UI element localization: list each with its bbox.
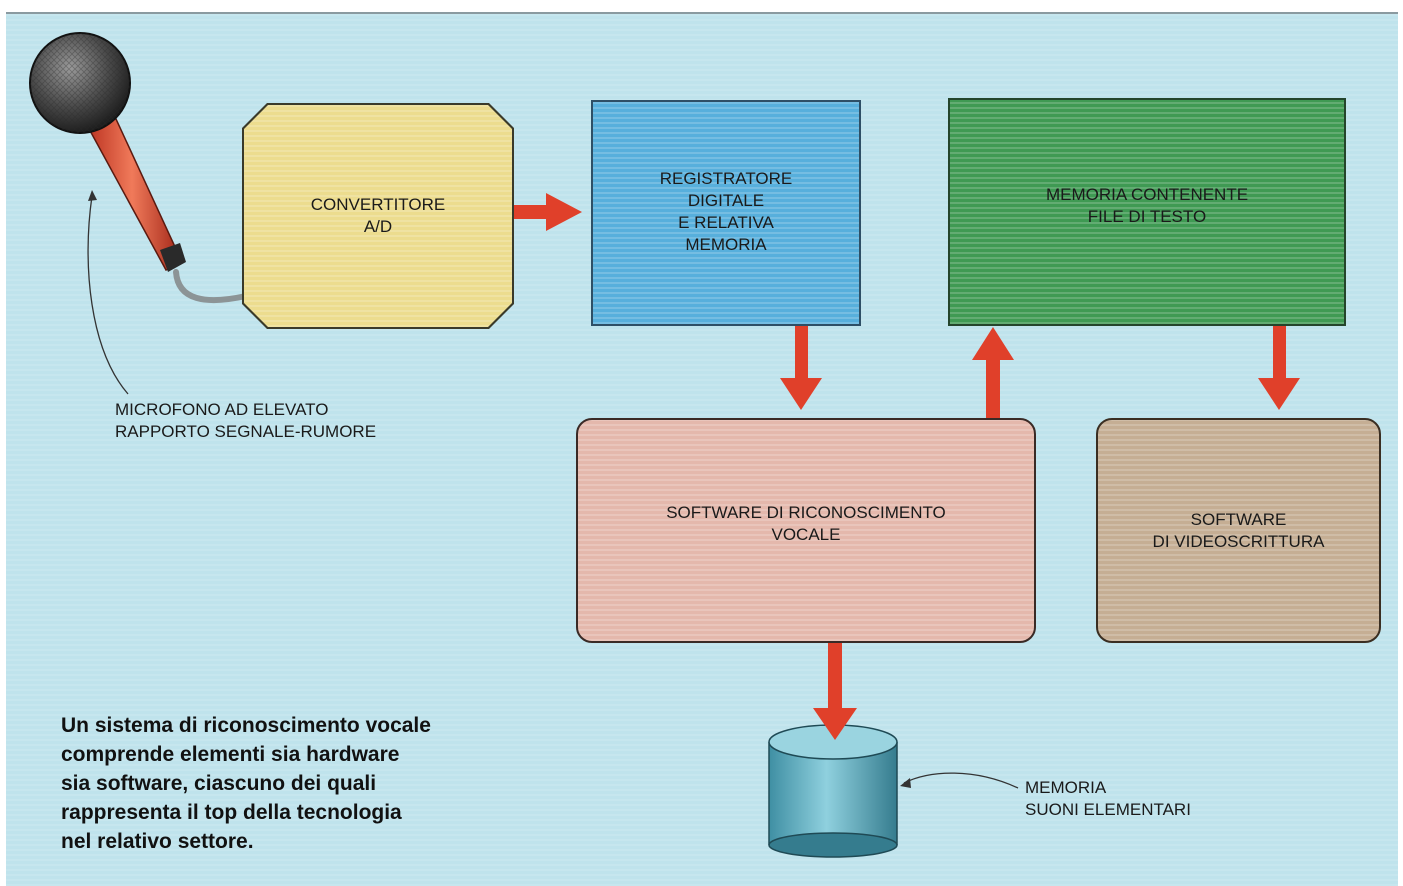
arrow-speech-to-textmemory <box>972 327 1014 418</box>
speech-software-label-line2: VOCALE <box>771 525 841 544</box>
sound-memory-label: MEMORIA SUONI ELEMENTARI <box>1025 777 1191 821</box>
arrow-speech-to-soundmemory <box>813 643 857 740</box>
converter-label-line1: CONVERTITORE <box>310 195 446 214</box>
recorder-label-line4: MEMORIA <box>685 235 767 254</box>
microphone-cable <box>173 269 249 304</box>
caption-line1: Un sistema di riconoscimento vocale <box>61 714 431 737</box>
speech-software-label-line1: SOFTWARE DI RICONOSCIMENTO <box>666 503 946 522</box>
caption-line4: rappresenta il top della tecnologia <box>61 801 402 824</box>
caption-line3: sia software, ciascuno dei quali <box>61 772 377 795</box>
converter-label-line2: A/D <box>363 217 393 236</box>
microphone-label-line2: RAPPORTO SEGNALE-RUMORE <box>115 422 377 441</box>
arrow-recorder-to-speech <box>780 326 822 410</box>
microphone-icon <box>29 32 186 272</box>
microphone-label: MICROFONO AD ELEVATO RAPPORTO SEGNALE-RU… <box>115 399 376 443</box>
recorder-label-line3: E RELATIVA <box>678 213 774 232</box>
speech-software-box: SOFTWARE DI RICONOSCIMENTO VOCALE <box>576 418 1036 643</box>
figure-caption: Un sistema di riconoscimento vocale comp… <box>61 711 561 856</box>
flow-arrows <box>512 193 1300 740</box>
converter-box: CONVERTITORE A/D <box>244 105 512 327</box>
microphone-label-line1: MICROFONO AD ELEVATO <box>115 400 329 419</box>
arrow-textmemory-to-wordprocessor <box>1258 326 1300 410</box>
sound-memory-label-line2: SUONI ELEMENTARI <box>1025 800 1191 819</box>
recorder-box: REGISTRATORE DIGITALE E RELATIVA MEMORIA <box>591 100 861 326</box>
recorder-label-line2: DIGITALE <box>687 191 765 210</box>
word-processor-label-line2: DI VIDEOSCRITTURA <box>1152 531 1325 551</box>
caption-line5: nel relativo settore. <box>61 830 254 853</box>
sound-memory-pointer-line <box>903 772 1019 789</box>
arrow-converter-to-recorder <box>512 193 582 231</box>
word-processor-label-line1: SOFTWARE <box>1190 509 1287 529</box>
sound-memory-cylinder-icon <box>768 724 898 858</box>
sound-memory-label-line1: MEMORIA <box>1025 778 1107 797</box>
text-memory-label-line2: FILE DI TESTO <box>1087 207 1207 226</box>
text-memory-label-line1: MEMORIA CONTENENTE <box>1045 185 1249 204</box>
microphone-pointer-line <box>87 195 129 395</box>
caption-line2: comprende elementi sia hardware <box>61 743 400 766</box>
recorder-label-line1: REGISTRATORE <box>659 169 793 188</box>
text-memory-box: MEMORIA CONTENENTE FILE DI TESTO <box>948 98 1346 326</box>
word-processor-box: SOFTWARE DI VIDEOSCRITTURA <box>1096 418 1381 643</box>
